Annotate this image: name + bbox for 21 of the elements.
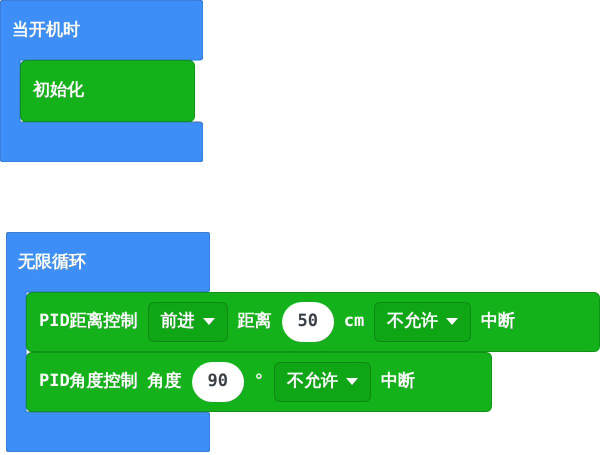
block-label: cm bbox=[344, 310, 364, 334]
dropdown-field: 前进 bbox=[148, 302, 228, 342]
loop-block bbox=[6, 232, 210, 452]
block-label: 中断 bbox=[380, 370, 415, 394]
dropdown-field: 不允许 bbox=[374, 302, 472, 342]
number-field: 50 bbox=[282, 302, 334, 342]
statement-block bbox=[20, 60, 195, 122]
block-label: PID角度控制 bbox=[39, 370, 138, 394]
block-label: 中断 bbox=[481, 310, 516, 334]
number-field: 90 bbox=[192, 362, 244, 402]
block-label: 距离 bbox=[238, 310, 272, 334]
block-label: PID距离控制 bbox=[39, 310, 138, 334]
block-label: 当开机时 bbox=[12, 19, 80, 42]
statement-block bbox=[26, 292, 600, 352]
block-label: 初始化 bbox=[33, 79, 84, 102]
block-label: 无限循环 bbox=[18, 251, 86, 274]
event-block bbox=[0, 0, 203, 162]
statement-block bbox=[26, 352, 492, 412]
block-label: 角度 bbox=[148, 370, 182, 394]
block-label: ° bbox=[254, 370, 264, 394]
dropdown-field: 不允许 bbox=[274, 362, 371, 402]
